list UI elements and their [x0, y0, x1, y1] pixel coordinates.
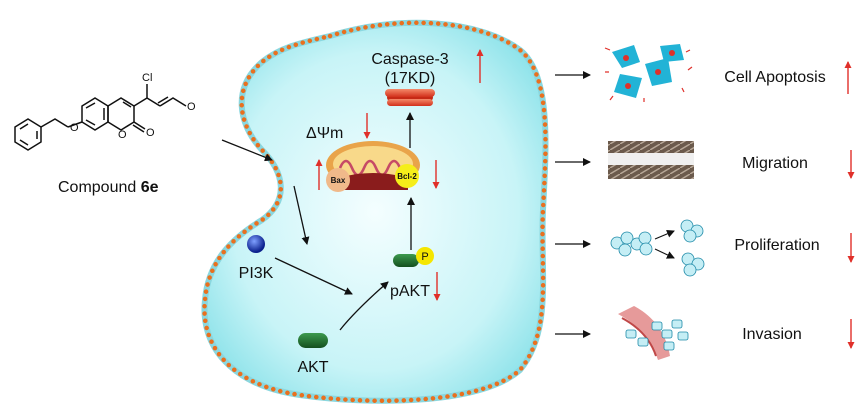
outcome-label-invasion: Invasion: [742, 326, 802, 343]
benzyl-ring: [14, 118, 42, 151]
compound-atom-labels: O O O Cl O: [70, 72, 196, 141]
proliferation-split-arrow-up: [654, 230, 675, 240]
ether-oxygen: O: [70, 122, 79, 134]
bcl2-protein: Bcl-2: [395, 164, 419, 188]
outcome-label-migration: Migration: [742, 155, 808, 172]
caspase-label-line2: (17KD): [385, 70, 436, 87]
akt-to-pakt-arrow: [339, 281, 389, 331]
compound-entry-arrow: [221, 139, 273, 162]
compound-to-pi3k-arrow: [293, 185, 310, 245]
akt-protein: [298, 333, 328, 348]
cell: [201, 19, 549, 404]
pi3k-label: PI3K: [239, 265, 274, 282]
svg-text:P: P: [421, 251, 428, 263]
ring-oxygen: O: [118, 129, 127, 141]
svg-text:Bcl-2: Bcl-2: [397, 172, 417, 181]
membrane-dots: [202, 20, 548, 403]
phospho-badge: P: [416, 247, 434, 265]
bax-protein: Bax: [326, 168, 350, 192]
akt-label: AKT: [297, 359, 328, 376]
pakt-label: pAKT: [390, 283, 430, 300]
outcome-label-apoptosis: Cell Apoptosis: [724, 69, 825, 86]
svg-text:Bax: Bax: [331, 176, 346, 185]
compound-6e-structure: [14, 84, 187, 151]
chlorine-label: Cl: [142, 72, 152, 84]
caspase-label-line1: Caspase-3: [371, 51, 448, 68]
proliferation-split-arrow-down: [654, 248, 675, 259]
pakt-protein: [393, 254, 419, 267]
migration-fibers-icon: [608, 141, 694, 179]
aldehyde-oxygen: O: [187, 101, 196, 113]
cell-body: [201, 19, 549, 404]
invasion-icon: [618, 306, 689, 360]
proliferating-cells-icon: [610, 219, 705, 277]
pi3k-protein: [247, 235, 265, 253]
compound-label: Compound 6e: [58, 179, 159, 196]
pyranone-ring: [107, 97, 135, 131]
ketone-oxygen: O: [146, 127, 155, 139]
outcome-label-proliferation: Proliferation: [734, 237, 819, 254]
delta-psi-m-label: ΔΨm: [306, 125, 343, 142]
pi3k-to-pakt-arrow: [274, 257, 353, 295]
caspase-3-protein: [385, 89, 435, 106]
apoptotic-cells-icon: [604, 44, 693, 102]
